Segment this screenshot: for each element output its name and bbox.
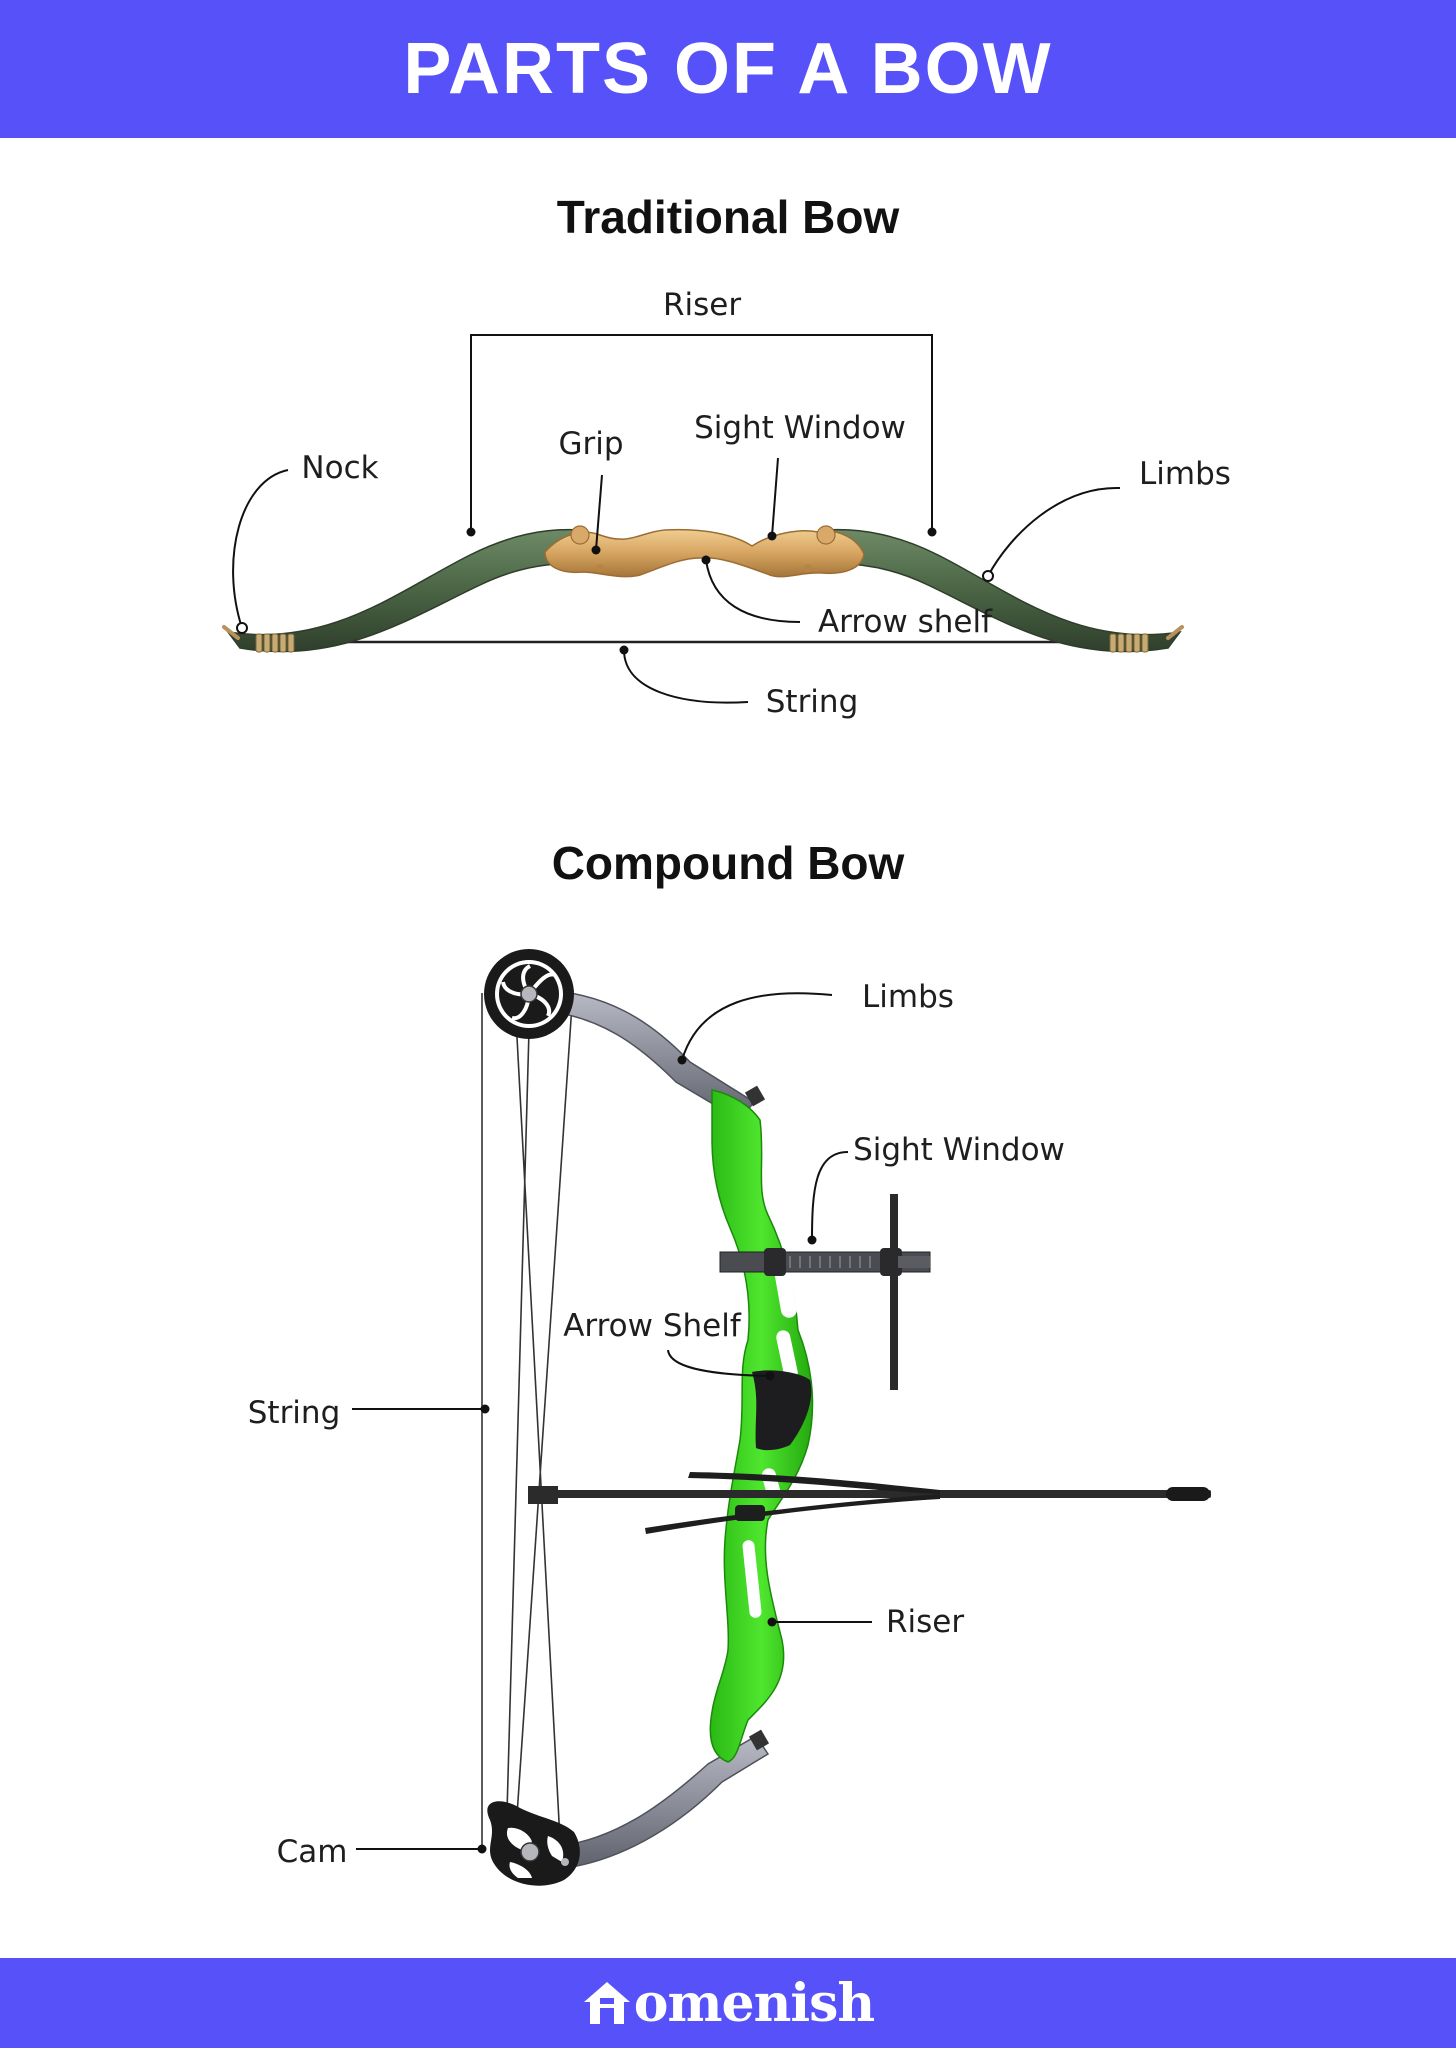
footer-banner: omenish <box>0 1958 1456 2048</box>
compound-string <box>481 989 574 1850</box>
compound-bow: Limbs Sight Window Arrow Shelf String Ri… <box>248 949 1211 1886</box>
traditional-callouts <box>232 334 1121 704</box>
traditional-riser <box>544 528 865 578</box>
compound-grip <box>752 1370 812 1451</box>
brand-name: omenish <box>633 1972 875 2034</box>
page-title: PARTS OF A BOW <box>403 29 1053 109</box>
traditional-arrow-shelf-label: Arrow shelf <box>818 604 993 640</box>
header-banner: PARTS OF A BOW <box>0 0 1456 138</box>
compound-sight-window-label: Sight Window <box>853 1132 1065 1168</box>
traditional-sight-window-label: Sight Window <box>694 410 906 446</box>
traditional-riser-label: Riser <box>663 287 741 323</box>
house-h-icon <box>583 1982 630 2024</box>
compound-bow-title: Compound Bow <box>551 837 905 889</box>
compound-sight <box>719 1194 931 1390</box>
compound-limbs-label: Limbs <box>862 979 954 1015</box>
traditional-bow: Riser Grip Sight Window Nock Limbs Arrow… <box>222 287 1231 720</box>
traditional-left-limb <box>226 528 583 653</box>
compound-cam-label: Cam <box>277 1834 348 1870</box>
traditional-limbs-label: Limbs <box>1139 456 1231 492</box>
compound-cam <box>487 1801 580 1886</box>
compound-callouts <box>352 992 872 1850</box>
compound-riser-label: Riser <box>886 1604 964 1640</box>
traditional-string-label: String <box>766 684 859 720</box>
compound-arrow-shelf-label: Arrow Shelf <box>563 1308 742 1344</box>
compound-lower-limb <box>559 1734 770 1869</box>
compound-string-label: String <box>248 1395 341 1431</box>
traditional-grip-label: Grip <box>558 426 623 462</box>
compound-arrow <box>528 1472 1211 1534</box>
traditional-nock-label: Nock <box>301 450 378 486</box>
brand-logo: omenish <box>582 1972 875 2034</box>
traditional-nock-wraps <box>255 633 1149 653</box>
compound-top-cam <box>484 949 574 1039</box>
traditional-bow-title: Traditional Bow <box>556 191 900 243</box>
